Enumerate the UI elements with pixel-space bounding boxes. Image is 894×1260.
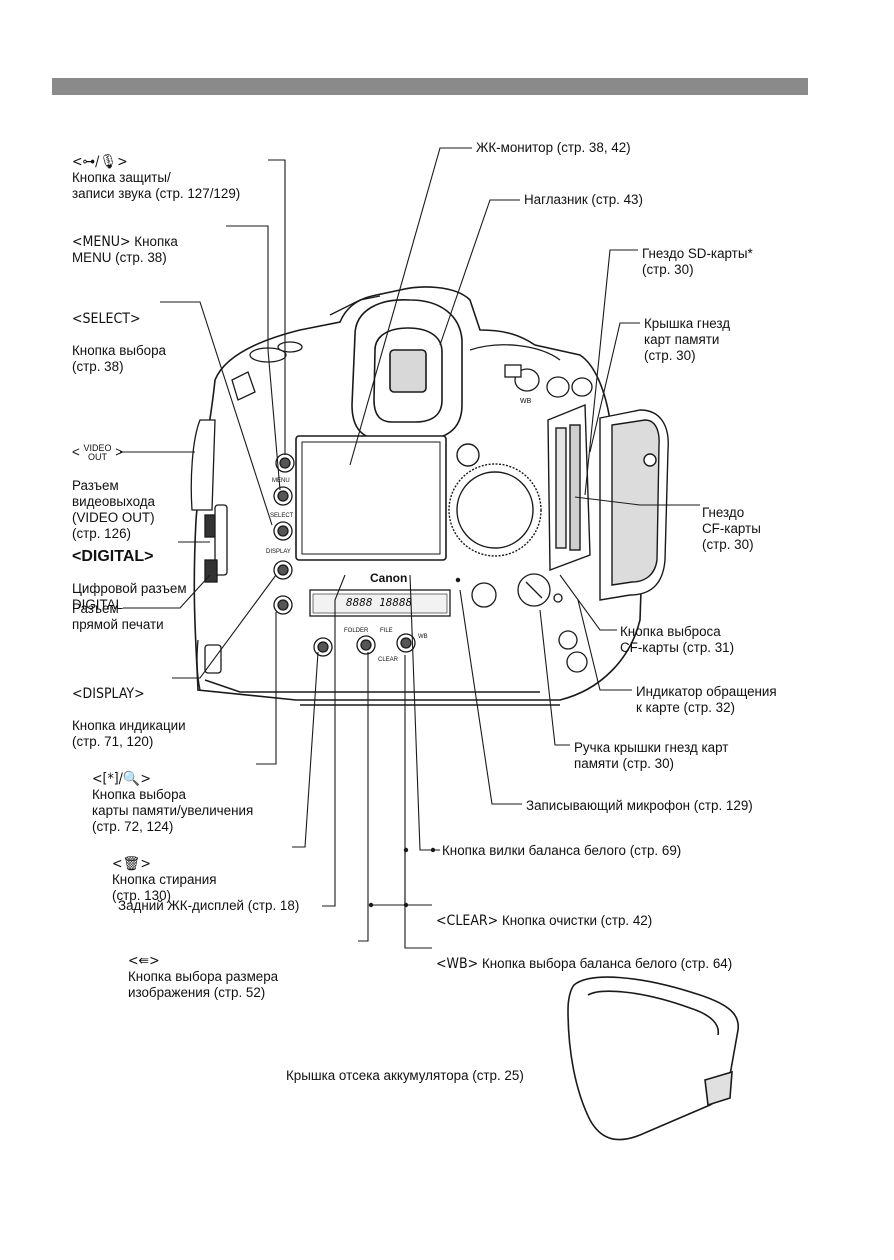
camera-clear-text: CLEAR — [378, 657, 399, 663]
bottom-buttons — [313, 633, 416, 657]
label-protect: <⊶/🎙> Кнопка защиты/ записи звука (стр. … — [72, 138, 240, 202]
quick-control-dial — [448, 443, 542, 557]
label-access-lamp: Индикатор обращения к карте (стр. 32) — [636, 684, 777, 715]
label-card-cover: Крышка гнезд карт памяти (стр. 30) — [644, 316, 731, 363]
erase-key: <🗑> — [112, 856, 151, 872]
label-cover-handle: Ручка крышки гнезд карт памяти (стр. 30) — [574, 740, 729, 771]
camera-lcd-digits: 8888 18888 — [346, 596, 413, 609]
display-text: Кнопка индикации (стр. 71, 120) — [72, 718, 186, 749]
camera-file-text: FILE — [380, 628, 393, 634]
label-rear-lcd: Задний ЖК-дисплей (стр. 18) — [118, 898, 300, 913]
protect-text: Кнопка защиты/ записи звука (стр. 127/12… — [72, 170, 241, 201]
label-sd-slot: Гнездо SD-карты* (стр. 30) — [642, 246, 753, 277]
label-wb: <WB> Кнопка выбора баланса белого (стр. … — [436, 940, 732, 972]
label-menu: <MENU> Кнопка MENU (стр. 38) — [72, 218, 178, 266]
wb-key: <WB> — [436, 956, 479, 972]
select-text: Кнопка выбора (стр. 38) — [72, 343, 166, 374]
camera-wb-text: WB — [418, 634, 428, 640]
rear-lcd-panel — [309, 589, 451, 617]
lcd-monitor-shape — [295, 435, 447, 561]
digital-text: Цифровой разъем DIGITAL — [72, 581, 187, 612]
camera-menu-text: MENU — [272, 478, 290, 484]
erase-text: Кнопка стирания (стр. 130) — [112, 872, 217, 903]
card-slot-area — [547, 403, 669, 601]
label-digital: <DIGITAL> Цифровой разъем DIGITAL — [72, 533, 187, 629]
label-print: Разъем прямой печати — [72, 601, 164, 632]
label-select: <SELECT> Кнопка выбора (стр. 38) — [72, 295, 166, 391]
image-size-text: Кнопка выбора размера изображения (стр. … — [128, 969, 279, 1000]
label-card-select: <[*]/🔍> Кнопка выбора карты памяти/увели… — [92, 755, 253, 835]
battery-cover-shape — [567, 976, 739, 1141]
label-battery-cover: Крышка отсека аккумулятора (стр. 25) — [286, 1068, 524, 1083]
protect-key: <⊶/🎙> — [72, 154, 128, 170]
left-connectors — [190, 419, 228, 691]
leader-lines — [120, 147, 700, 949]
camera-brand: Canon — [370, 571, 408, 585]
card-select-key: <[*]/🔍> — [92, 771, 151, 787]
label-cf-slot: Гнездо CF-карты (стр. 30) — [702, 505, 761, 552]
eyecup-shape — [351, 299, 463, 441]
leader-dots — [368, 847, 436, 908]
label-wb-bracket: Кнопка вилки баланса белого (стр. 69) — [442, 843, 682, 858]
header-bar — [52, 78, 808, 95]
image-size-key: <⇚> — [128, 953, 160, 969]
video-text: Разъем видеовыхода (VIDEO OUT) (стр. 126… — [72, 478, 155, 541]
wb-text: Кнопка выбора баланса белого (стр. 64) — [478, 956, 733, 971]
label-image-size: <⇚> Кнопка выбора размера изображения (с… — [128, 937, 278, 1001]
digital-key: <DIGITAL> — [72, 548, 154, 565]
menu-key: <MENU> — [72, 234, 131, 250]
label-cf-eject: Кнопка выброса CF-карты (стр. 31) — [620, 624, 735, 655]
display-key: <DISPLAY> — [72, 686, 145, 702]
label-clear: <CLEAR> Кнопка очистки (стр. 42) — [436, 897, 652, 929]
label-microphone: Записывающий микрофон (стр. 129) — [526, 798, 753, 813]
card-select-text: Кнопка выбора карты памяти/увеличения (с… — [92, 787, 254, 834]
right-controls — [455, 573, 588, 673]
video-top: VIDEO — [83, 443, 112, 453]
clear-key: <CLEAR> — [436, 913, 499, 929]
top-shoulder — [231, 295, 593, 401]
label-lcd-monitor: ЖК-монитор (стр. 38, 42) — [476, 140, 631, 155]
video-bottom: OUT — [88, 452, 108, 462]
camera-display-text: DISPLAY — [266, 549, 291, 555]
select-key: <SELECT> — [72, 311, 141, 327]
camera-folder-text: FOLDER — [344, 628, 369, 634]
camera-wb-top-text: WB — [520, 398, 532, 405]
left-buttons — [273, 453, 295, 615]
camera-select-text: SELECT — [270, 513, 294, 519]
label-display: <DISPLAY> Кнопка индикации (стр. 71, 120… — [72, 670, 186, 766]
label-eyecup: Наглазник (стр. 43) — [524, 192, 643, 207]
clear-text: Кнопка очистки (стр. 42) — [498, 913, 653, 928]
label-erase: <🗑> Кнопка стирания (стр. 130) — [112, 840, 217, 904]
menu-text: Кнопка MENU (стр. 38) — [72, 234, 178, 265]
